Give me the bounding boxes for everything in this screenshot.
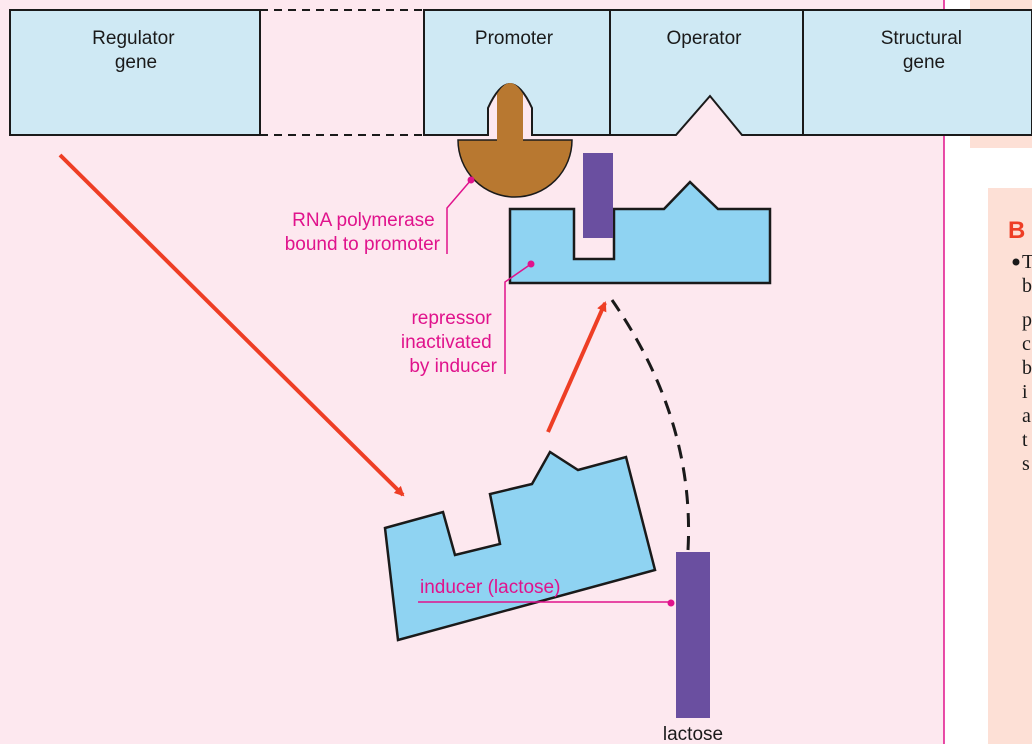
side-text-line: T (1022, 251, 1032, 273)
regulator-to-repressor-arrow (58, 153, 405, 497)
rna-polymerase-leader (446, 179, 472, 254)
rna-polymerase (457, 83, 573, 198)
side-text-line: b (1022, 357, 1032, 379)
structural-gene-label: Structural gene (881, 28, 968, 73)
inducer-in-repressor (583, 153, 613, 238)
regulator-gene-box (9, 9, 261, 136)
promoter-label: Promoter (475, 28, 554, 49)
active-repressor (383, 450, 657, 642)
label-leaders (418, 179, 671, 603)
rna-polymerase-stem (497, 83, 523, 141)
repressor-leader (504, 263, 532, 374)
repressor-label: repressor inactivated by inducer (401, 308, 498, 377)
inducer-binding-dashed-arrow (610, 299, 691, 551)
operator-label: Operator (667, 28, 743, 49)
repressor-bound-shape (508, 180, 772, 285)
regulator-gene-label: Regulator gene (92, 28, 180, 73)
inducer-leader-dot (667, 599, 675, 607)
side-text-line: a (1022, 405, 1031, 427)
side-panel-bullet (1012, 258, 1020, 266)
inactivated-repressor (508, 153, 772, 285)
side-text-line: b (1022, 275, 1032, 297)
repressor-leader-dot (527, 260, 535, 268)
side-text-line: c (1022, 333, 1031, 355)
inducer-label: inducer (lactose) (420, 577, 560, 598)
repressor-inactivation-arrow (546, 301, 607, 433)
rna-polymerase-body (457, 139, 573, 198)
lactose-label: lactose (663, 724, 723, 744)
side-text-line: i (1022, 381, 1028, 403)
side-panel-heading: B (1008, 217, 1025, 244)
side-text-line: s (1022, 453, 1030, 475)
side-panel-text-box (988, 188, 1032, 744)
operon-gene-box (423, 9, 1032, 136)
side-text-line: p (1022, 309, 1032, 331)
side-text-line: t (1022, 429, 1028, 451)
rna-polymerase-leader-dot (467, 176, 475, 184)
dna-strip (9, 9, 1032, 136)
repressor-free-shape (383, 450, 657, 642)
inducer-lactose-molecule (676, 552, 710, 718)
rna-polymerase-label: RNA polymerase bound to promoter (285, 210, 441, 255)
side-panel-text: T b p c b i a t s (1022, 251, 1032, 475)
